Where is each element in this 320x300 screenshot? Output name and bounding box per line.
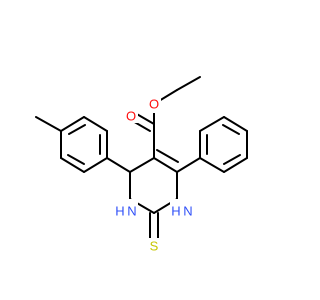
bond-c4-c5 xyxy=(129,157,155,173)
ester-oxygen-label: O xyxy=(149,97,159,112)
bond-tolyl-1 xyxy=(60,116,85,132)
nh-right-h-label: H xyxy=(171,204,180,219)
structure-diagram: O O H N H N S xyxy=(35,76,248,254)
bond-phenyl-double-b xyxy=(223,154,241,165)
bond-tolyl-5 xyxy=(60,157,85,173)
bond-c5-c6-double xyxy=(156,149,179,163)
nh-right-n-label: N xyxy=(183,204,192,219)
bond-phenyl-2 xyxy=(223,157,248,173)
bond-methyl-tolyl xyxy=(35,116,62,132)
molecule-canvas: O O H N H N S xyxy=(35,76,248,254)
bond-ch2-ch3 xyxy=(176,76,201,91)
bonds xyxy=(35,76,248,241)
nh-left-h-label: H xyxy=(115,204,124,219)
thione-sulfur-label: S xyxy=(150,239,159,254)
bond-phenyl-1 xyxy=(199,157,225,173)
bond-tolyl-double-c xyxy=(67,154,85,165)
bond-tolyl-4 xyxy=(83,157,108,173)
bond-tolyl-c4 xyxy=(106,157,131,173)
bond-c5-c6 xyxy=(153,157,178,173)
atom-labels: O O H N H N S xyxy=(114,97,194,254)
bond-phenyl-4 xyxy=(223,116,248,132)
bond-phenyl-double-c xyxy=(222,124,240,135)
bond-tolyl-2 xyxy=(83,116,108,132)
nh-left-n-label: N xyxy=(127,204,136,219)
bond-c6-phenyl xyxy=(176,157,201,173)
bond-tolyl-double-a xyxy=(68,124,86,135)
carbonyl-oxygen-label: O xyxy=(126,109,136,124)
bond-carbonyl-o-double-b xyxy=(134,112,155,125)
bond-phenyl-5 xyxy=(199,116,225,132)
